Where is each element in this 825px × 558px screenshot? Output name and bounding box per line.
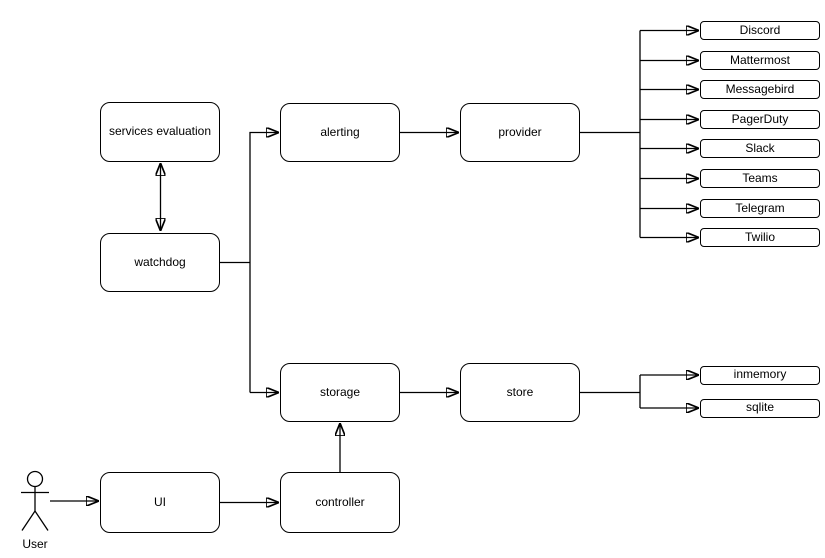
node-messagebird: Messagebird [700, 80, 820, 99]
node-store: store [460, 363, 580, 422]
node-watchdog: watchdog [100, 233, 220, 292]
edge-watchdog-alerting [249, 133, 279, 393]
node-controller: controller [280, 472, 400, 533]
node-teams: Teams [700, 169, 820, 188]
node-ui: UI [100, 472, 220, 533]
node-sqlite: sqlite [700, 398, 820, 418]
node-slack: Slack [700, 139, 820, 158]
node-mattermost: Mattermost [700, 51, 820, 70]
node-alerting: alerting [280, 103, 400, 162]
node-telegram: Telegram [700, 199, 820, 218]
node-twilio: Twilio [700, 228, 820, 247]
node-provider: provider [460, 103, 580, 162]
node-services-evaluation: services evaluation [100, 102, 220, 162]
user-actor-label: User [22, 537, 48, 551]
node-pagerduty: PagerDuty [700, 110, 820, 129]
node-discord: Discord [700, 21, 820, 40]
node-storage: storage [280, 363, 400, 422]
node-inmemory: inmemory [700, 365, 820, 385]
user-actor-icon [21, 470, 49, 531]
